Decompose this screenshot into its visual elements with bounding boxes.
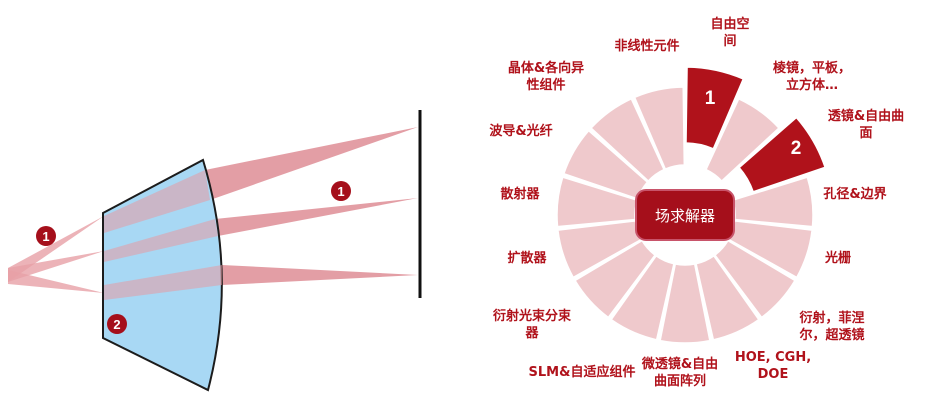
segment-label-line: 立方体… [786, 77, 838, 93]
segment-label-line: 器 [524, 326, 539, 341]
wheel-segment [574, 239, 657, 319]
badge-screen-number: 1 [337, 184, 344, 199]
segment-label-line: 衍射光束分束 [492, 308, 572, 324]
wheel-segment [590, 97, 666, 183]
segment-label-line: 非线性元件 [614, 38, 679, 54]
center-box-bg [635, 189, 735, 241]
outgoing-beam-middle [215, 198, 418, 236]
segment-label-line: 棱镜，平板， [773, 60, 851, 76]
segment-label: 衍射光束分束器 [492, 308, 572, 341]
wheel-segment-highlighted [685, 66, 745, 150]
badge-lens: 2 [107, 314, 127, 334]
segment-label-line: 间 [723, 33, 736, 49]
segment-label-line: 波导&光纤 [489, 123, 552, 139]
segment-label-line: 透镜&自由曲 [828, 108, 904, 124]
segment-label-line: 晶体&各向异 [508, 60, 584, 76]
segment-label-line: 曲面阵列 [654, 373, 706, 389]
badge-beam: 1 [36, 226, 56, 246]
segment-label-line: HOE, CGH, [735, 350, 811, 365]
incoming-beam [8, 251, 104, 282]
segment-label-line: 光栅 [824, 250, 851, 266]
segment-label: 扩散器 [507, 250, 547, 266]
wheel-segment [659, 263, 711, 344]
lens-beam-overlay [104, 219, 218, 262]
wheel-segment [695, 254, 760, 341]
segment-label: 非线性元件 [614, 38, 679, 54]
lens-beam-overlay [104, 265, 222, 300]
incoming-beam [8, 270, 104, 293]
segment-label: 光栅 [824, 250, 851, 266]
segment-highlight-number: 2 [791, 138, 802, 159]
wheel-segment [713, 239, 796, 319]
segment-label: 微透镜&自由曲面阵列 [641, 356, 718, 389]
segment-label-line: 性组件 [526, 77, 565, 93]
wheel-segment [610, 254, 675, 341]
outgoing-beam-top [205, 127, 418, 200]
wheel-segments: 12 [556, 66, 827, 344]
badge-lens-number: 2 [113, 317, 120, 332]
segment-label-line: 面 [859, 126, 872, 141]
segment-label: HOE, CGH, DOE [735, 350, 811, 382]
center-box: 场求解器 [635, 189, 735, 241]
segment-label-line: 扩散器 [507, 250, 547, 266]
badge-screen: 1 [331, 181, 351, 201]
segment-label: 散射器 [500, 186, 540, 202]
outgoing-beam-bottom [222, 265, 418, 285]
segment-label-line: DOE [758, 367, 789, 382]
segment-label: 自由空间 [710, 16, 749, 49]
segment-label-line: 衍射，菲涅 [798, 310, 864, 326]
center-label: 场求解器 [655, 207, 715, 225]
wheel-segment [633, 86, 686, 171]
segment-label: 晶体&各向异性组件 [508, 60, 584, 93]
wheel-labels: 自由空间棱镜，平板，立方体…透镜&自由曲面孔径&边界光栅衍射，菲涅尔，超透镜HO… [489, 16, 904, 389]
segment-label: SLM&自适应组件 [529, 364, 636, 380]
wheel-segment-highlighted [738, 116, 827, 193]
segment-label-line: 自由空 [710, 16, 749, 32]
lens-beam-overlay [104, 170, 210, 233]
segment-label-line: 散射器 [500, 186, 540, 202]
segment-label-line: 孔径&边界 [823, 186, 886, 202]
badge-beam-number: 1 [42, 229, 49, 244]
segment-label-line: SLM&自适应组件 [529, 364, 636, 380]
segment-label: 透镜&自由曲面 [828, 108, 904, 141]
segment-label: 棱镜，平板，立方体… [773, 60, 851, 93]
segment-label-line: 微透镜&自由 [641, 356, 718, 372]
segment-label-line: 尔，超透镜 [799, 327, 864, 343]
segment-label: 波导&光纤 [489, 123, 552, 139]
segment-label: 孔径&边界 [823, 186, 886, 202]
wheel-segment [704, 97, 780, 183]
segment-label: 衍射，菲涅尔，超透镜 [798, 310, 864, 343]
segment-highlight-number: 1 [705, 88, 716, 109]
